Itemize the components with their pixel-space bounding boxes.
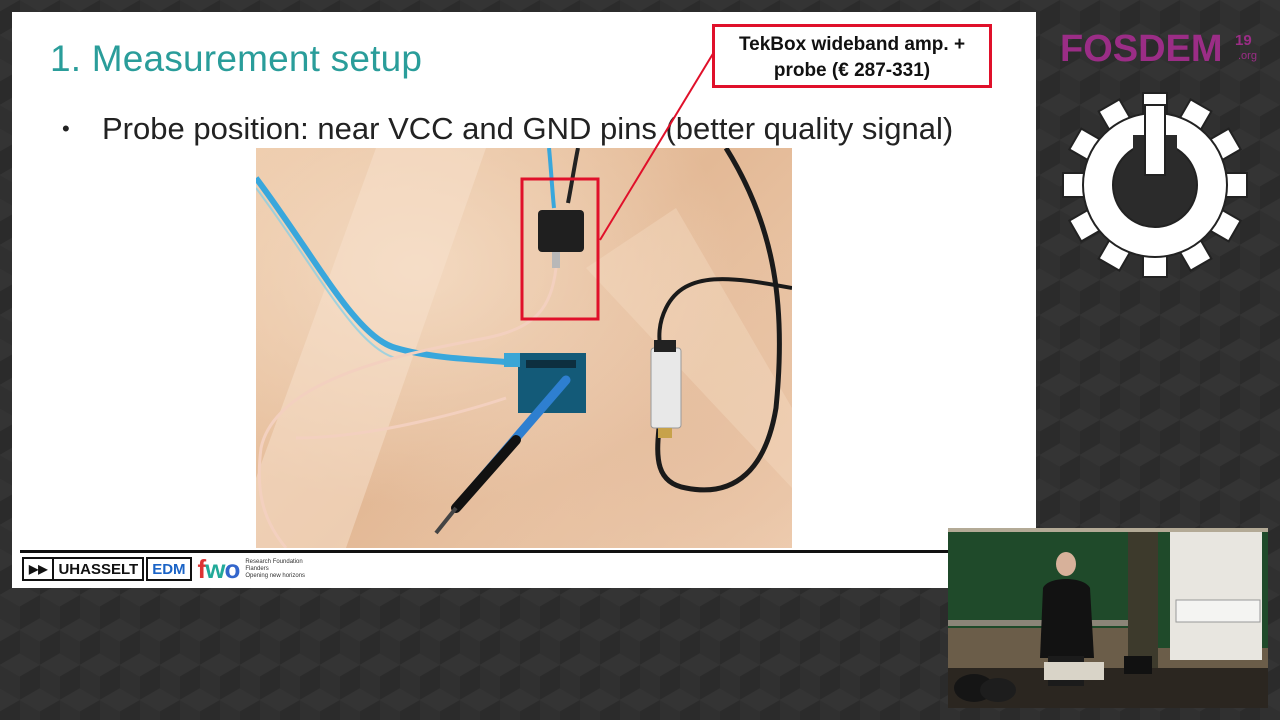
- uhasselt-logo: ▶▶ UHASSELT: [22, 557, 145, 581]
- callout-pointer-line: [599, 51, 715, 241]
- footer-logos: ▶▶ UHASSELT EDM fwo Research Foundation …: [22, 554, 305, 584]
- fwo-line-1: Research Foundation: [245, 558, 303, 565]
- footer-divider: [20, 550, 1032, 553]
- callout-line-2: probe (€ 287-331): [773, 60, 931, 81]
- setup-photo: [256, 148, 792, 548]
- play-arrows-icon: ▶▶: [24, 559, 55, 579]
- fosdem-year: 19: [1235, 32, 1252, 49]
- edm-logo: EDM: [146, 557, 192, 581]
- fwo-tagline: Research Foundation Flanders Opening new…: [245, 559, 305, 580]
- fwo-letter-o: o: [224, 553, 240, 584]
- callout-line-1: TekBox wideband amp. +: [738, 34, 966, 55]
- fwo-letter-w: w: [205, 553, 225, 584]
- uhasselt-label: UHASSELT: [58, 560, 139, 578]
- fosdem-tld: .org: [1238, 50, 1257, 62]
- fwo-logo: fwo Research Foundation Flanders Opening…: [198, 554, 306, 585]
- slide-title: 1. Measurement setup: [50, 38, 423, 79]
- callout-box: TekBox wideband amp. + probe (€ 287-331): [712, 24, 992, 88]
- fwo-letter-f: f: [197, 553, 207, 584]
- fwo-line-3: Opening new horizons: [245, 572, 306, 579]
- fosdem-logo-text: FOSDEM: [1060, 28, 1223, 70]
- fwo-line-2: Flanders: [245, 565, 269, 572]
- bullet-text: Probe position: near VCC and GND pins (b…: [102, 111, 954, 146]
- fosdem-gear-icon: [1062, 92, 1248, 278]
- presentation-slide: 1. Measurement setup • Probe position: n…: [12, 12, 1036, 588]
- bullet-marker: •: [62, 116, 70, 141]
- speaker-video-inset: [948, 528, 1268, 708]
